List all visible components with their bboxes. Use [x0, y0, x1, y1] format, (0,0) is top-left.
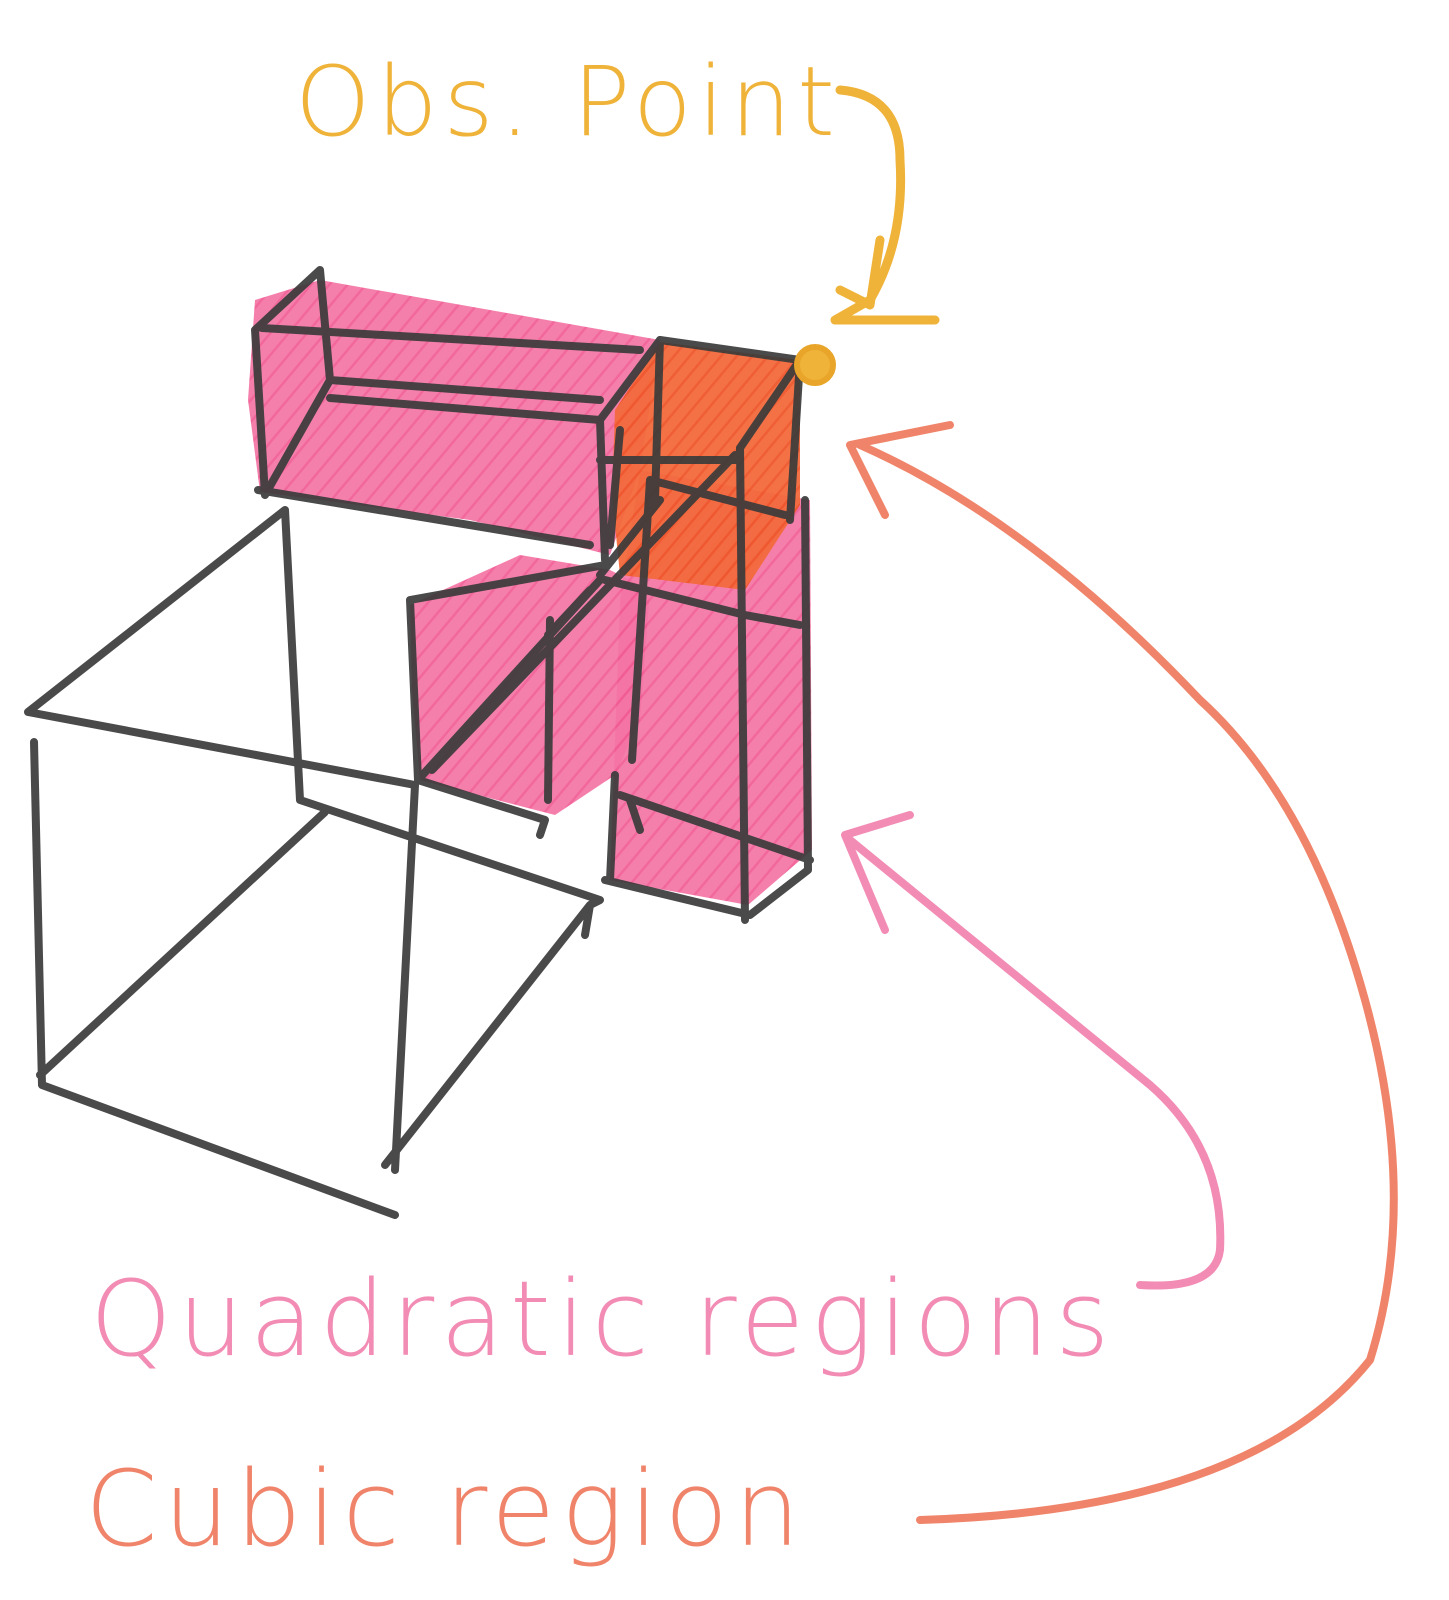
quadratic-regions-label: Quadratic regions	[90, 1258, 1115, 1380]
cubic-region-annotation: Cubic region	[85, 421, 1398, 1570]
right-column-edges	[601, 336, 814, 924]
front-cube-edges	[24, 506, 604, 1219]
quadratic-regions-annotation: Quadratic regions	[90, 811, 1225, 1380]
quadratic-arrowhead-icon	[841, 811, 914, 934]
obs-point-arrowhead-icon	[835, 235, 885, 310]
obs-point-label: Obs. Point	[295, 46, 841, 158]
top-slab-edges	[251, 266, 804, 564]
cubic-arrowhead-icon	[846, 421, 954, 519]
cubic-region-label: Cubic region	[85, 1448, 806, 1570]
quadratic-region-middle-slab	[410, 555, 650, 815]
quadratic-arrow-icon	[846, 836, 1225, 1290]
wireframe	[24, 266, 814, 1219]
obs-point-annotation: Obs. Point	[295, 46, 940, 386]
obs-point-marker	[794, 344, 836, 386]
cubic-arrow-icon	[856, 441, 1398, 1524]
middle-slab-edges	[406, 451, 739, 839]
obs-point-arrow-icon	[830, 85, 940, 325]
